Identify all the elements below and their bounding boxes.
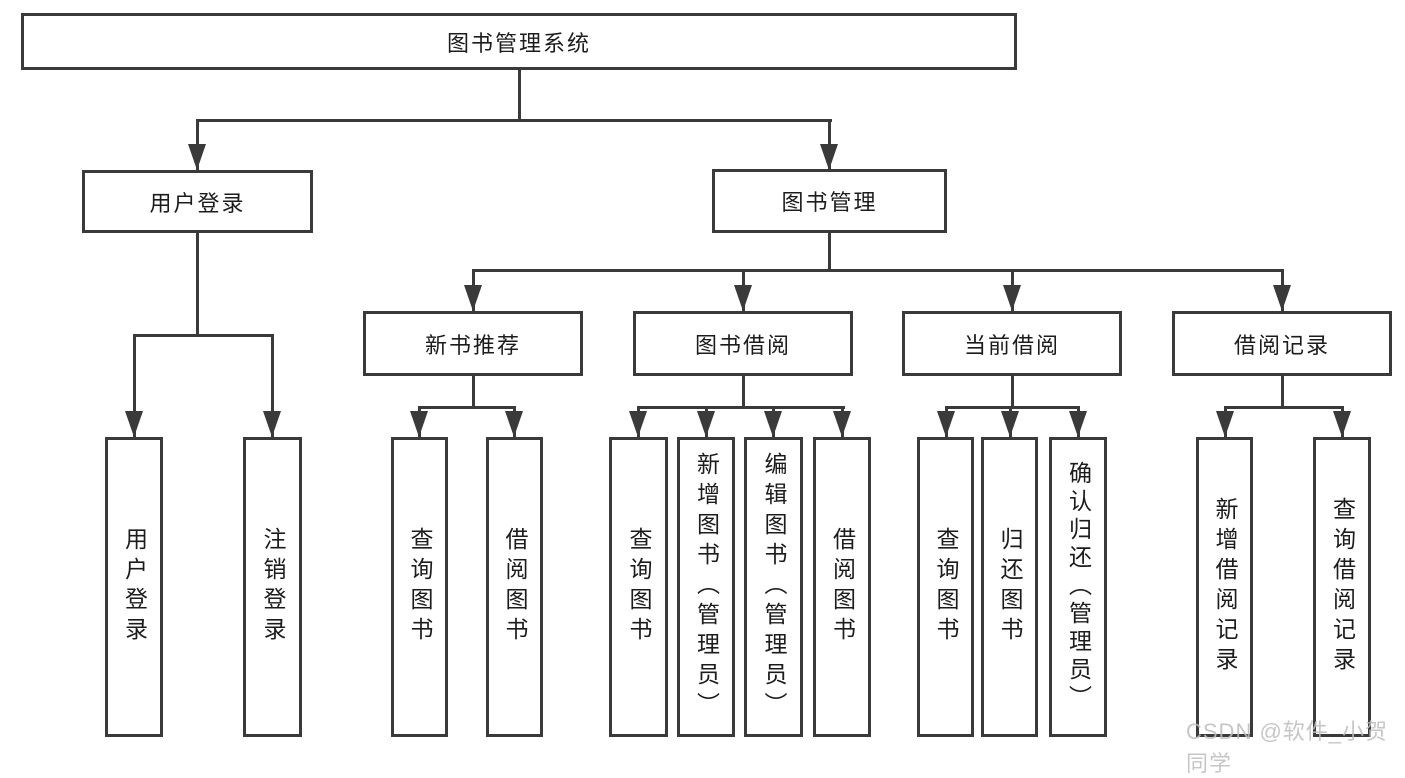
- node-label: 图书管理系统: [446, 30, 591, 56]
- node-leaf-add-borrow-record: 新增借阅记录: [1196, 437, 1253, 737]
- node-leaf-borrow-books-1: 借阅图书: [486, 437, 543, 737]
- node-label: 归还图书: [997, 527, 1023, 647]
- arrow-down-icon: [734, 285, 752, 311]
- arrow-down-icon: [1273, 285, 1291, 311]
- node-new-book-recommend: 新书推荐: [363, 311, 583, 376]
- node-label: 新增借阅记录: [1212, 497, 1238, 677]
- connector-line: [1281, 376, 1284, 409]
- node-leaf-add-books-admin: 新增图书（管理员）: [677, 437, 735, 737]
- arrow-down-icon: [1003, 285, 1021, 311]
- arrow-down-icon: [125, 411, 143, 437]
- node-label: 确认归还（管理员）: [1065, 461, 1092, 713]
- diagram-canvas: 图书管理系统 用户登录 图书管理 新书推荐: [21, 13, 1392, 776]
- arrow-down-icon: [820, 144, 838, 170]
- connector-line: [742, 376, 745, 409]
- node-label: 借阅记录: [1233, 332, 1330, 358]
- node-leaf-return-books: 归还图书: [981, 437, 1038, 737]
- node-leaf-query-books-1: 查询图书: [391, 437, 448, 737]
- node-label: 查询借阅记录: [1329, 497, 1356, 677]
- arrow-down-icon: [629, 411, 647, 437]
- node-user-login: 用户登录: [82, 170, 313, 233]
- connector-line: [472, 376, 475, 409]
- connector-line: [271, 334, 274, 437]
- arrow-down-icon: [263, 411, 281, 437]
- node-leaf-query-books-2: 查询图书: [609, 437, 668, 737]
- node-label: 借阅图书: [502, 527, 528, 647]
- connector-line: [133, 334, 273, 337]
- node-book-management: 图书管理: [712, 169, 947, 233]
- node-label: 用户登录: [149, 190, 246, 216]
- arrow-down-icon: [1001, 411, 1019, 437]
- node-leaf-user-login: 用户登录: [105, 437, 163, 737]
- arrow-down-icon: [764, 411, 782, 437]
- arrow-down-icon: [697, 411, 715, 437]
- node-leaf-logout: 注销登录: [243, 437, 302, 737]
- connector-line: [196, 119, 832, 122]
- node-label: 图书借阅: [694, 332, 791, 358]
- connector-line: [418, 406, 516, 409]
- node-leaf-borrow-books-2: 借阅图书: [813, 437, 871, 737]
- node-label: 借阅图书: [829, 527, 856, 647]
- node-leaf-query-books-3: 查询图书: [917, 437, 974, 737]
- arrow-down-icon: [188, 144, 206, 170]
- connector-line: [518, 70, 521, 120]
- connector-line: [133, 334, 136, 437]
- node-label: 当前借阅: [963, 332, 1060, 358]
- connector-line: [828, 233, 831, 272]
- node-label: 查询图书: [626, 527, 652, 647]
- arrow-down-icon: [937, 411, 955, 437]
- arrow-down-icon: [1216, 411, 1234, 437]
- node-label: 新书推荐: [424, 332, 521, 358]
- connector-line: [1224, 406, 1344, 409]
- node-book-borrowing: 图书借阅: [633, 311, 853, 376]
- arrow-down-icon: [1069, 411, 1087, 437]
- node-label: 编辑图书（管理员）: [761, 452, 787, 722]
- csdn-watermark: CSDN @软件_小贺同学: [1186, 719, 1389, 776]
- connector-line: [196, 233, 199, 336]
- node-label: 查询图书: [933, 527, 959, 647]
- connector-line: [945, 406, 1080, 409]
- node-library-management-system: 图书管理系统: [21, 13, 1017, 70]
- arrow-down-icon: [1333, 411, 1351, 437]
- arrow-down-icon: [505, 411, 523, 437]
- node-label: 新增图书（管理员）: [693, 452, 720, 722]
- connector-line: [472, 269, 1284, 272]
- node-leaf-confirm-return-admin: 确认归还（管理员）: [1049, 437, 1107, 737]
- node-leaf-edit-books-admin: 编辑图书（管理员）: [744, 437, 803, 737]
- node-current-borrowing: 当前借阅: [902, 311, 1122, 376]
- node-label: 用户登录: [121, 527, 148, 647]
- node-label: 查询图书: [407, 527, 433, 647]
- node-borrowing-records: 借阅记录: [1172, 311, 1392, 376]
- connector-line: [1011, 376, 1014, 409]
- node-label: 图书管理: [781, 190, 878, 215]
- connector-line: [637, 406, 845, 409]
- node-label: 注销登录: [260, 527, 286, 647]
- node-leaf-query-borrow-record: 查询借阅记录: [1313, 437, 1371, 737]
- arrow-down-icon: [464, 285, 482, 311]
- arrow-down-icon: [833, 411, 851, 437]
- arrow-down-icon: [410, 411, 428, 437]
